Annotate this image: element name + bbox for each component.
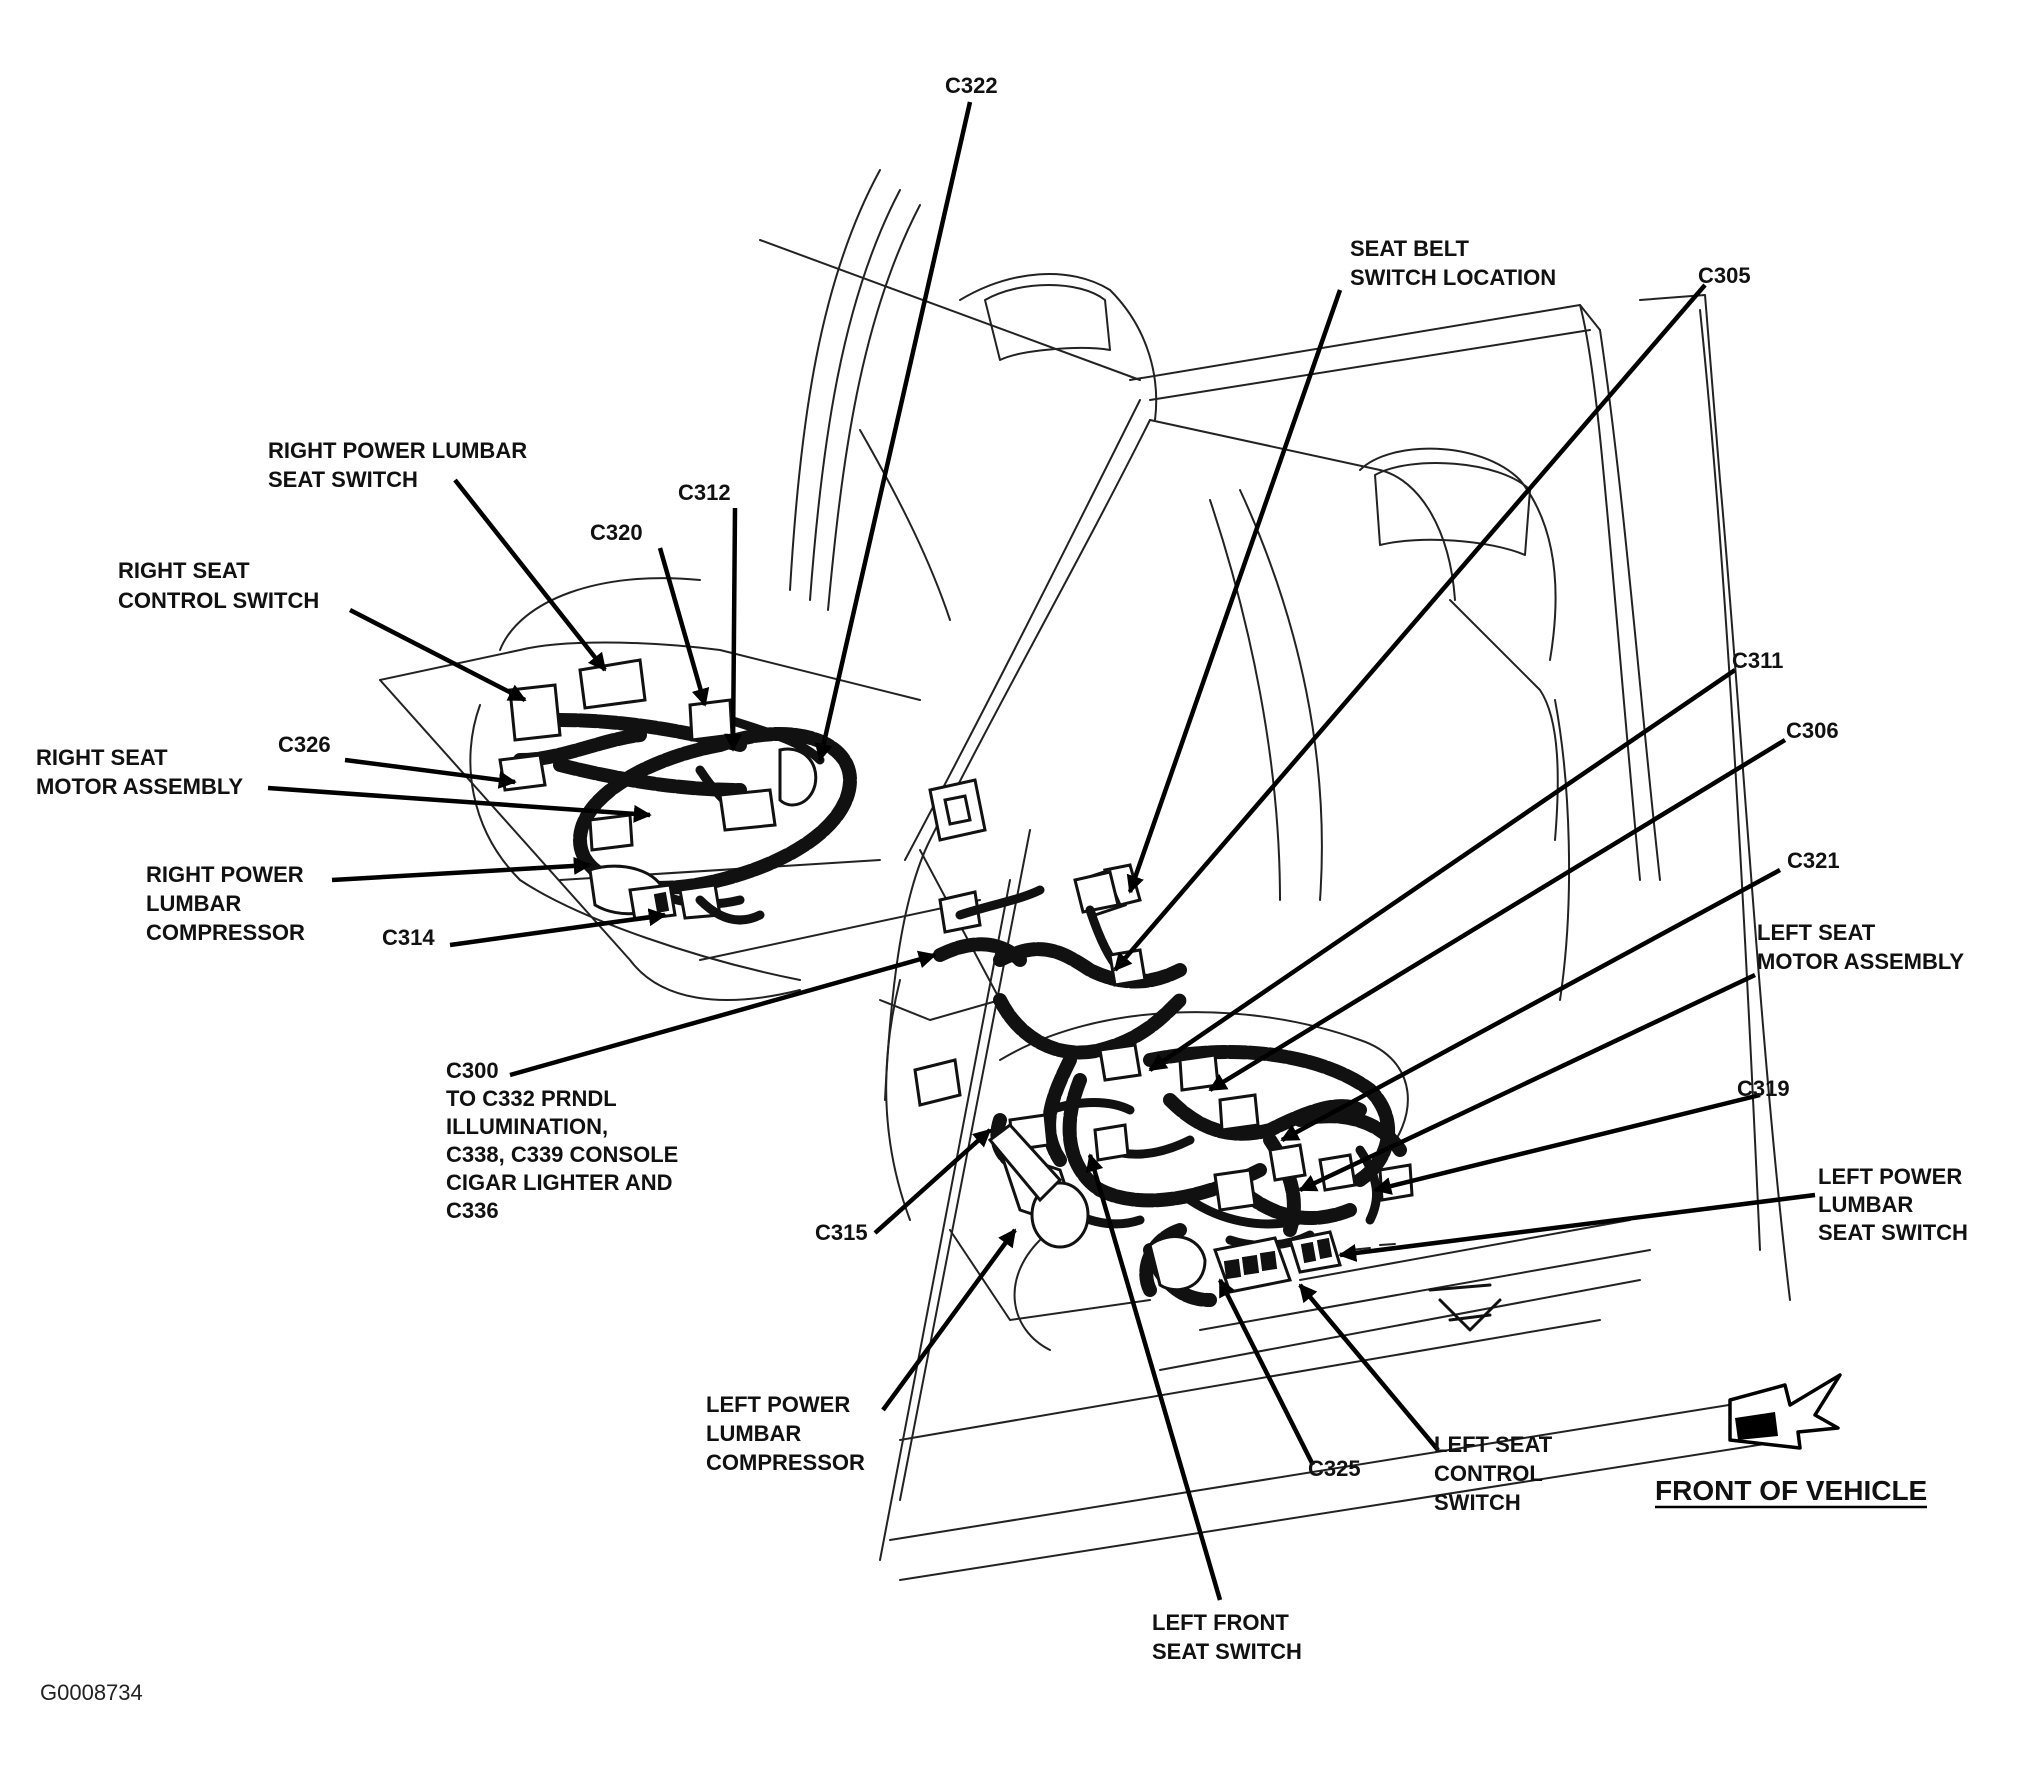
leader-c321 [1280, 868, 1782, 1142]
leader-c326 [344, 757, 517, 789]
label-left-seat-control-switch: LEFT SEAT CONTROL SWITCH [1434, 1432, 1558, 1515]
label-c326: C326 [278, 732, 331, 757]
leader-left-seat-motor-assembly [1298, 972, 1756, 1193]
label-c321: C321 [1787, 848, 1840, 873]
label-right-seat-motor-assembly: RIGHT SEAT MOTOR ASSEMBLY [36, 745, 243, 799]
label-c325: C325 [1308, 1456, 1361, 1481]
leader-right-seat-control-switch [348, 607, 527, 703]
leader-seat-belt-switch-location [1126, 289, 1343, 894]
label-c314: C314 [382, 925, 435, 950]
label-left-power-lumbar-compressor: LEFT POWER LUMBAR COMPRESSOR [706, 1392, 865, 1475]
leader-left-power-lumbar-compressor [881, 1228, 1017, 1412]
label-c319: C319 [1737, 1076, 1790, 1101]
leader-left-power-lumbar-seat-switch [1338, 1192, 1816, 1262]
front-of-vehicle-indicator: FRONT OF VEHICLE [1655, 1373, 1927, 1509]
label-c305: C305 [1698, 263, 1751, 288]
leader-c319 [1373, 1092, 1761, 1195]
leader-left-seat-control-switch [1298, 1283, 1440, 1452]
label-c300: C300 TO C332 PRNDL ILLUMINATION, C338, C… [446, 1058, 684, 1223]
leader-c300 [509, 950, 937, 1078]
callout-labels: C322 RIGHT POWER LUMBAR SEAT SWITCH C312… [36, 73, 1968, 1664]
leader-c314 [449, 908, 667, 948]
callout-leaders [267, 101, 1816, 1601]
leader-c306 [1208, 738, 1787, 1092]
front-of-vehicle-label: FRONT OF VEHICLE [1655, 1475, 1927, 1506]
leader-c311 [1148, 668, 1737, 1072]
leader-c325 [1217, 1278, 1316, 1467]
leader-right-power-lumbar-seat-switch [453, 478, 607, 672]
label-left-seat-motor-assembly: LEFT SEAT MOTOR ASSEMBLY [1757, 920, 1964, 974]
label-c315: C315 [815, 1220, 868, 1245]
label-right-power-lumbar-compressor: RIGHT POWER LUMBAR COMPRESSOR [146, 862, 310, 945]
label-c312: C312 [678, 480, 731, 505]
leader-c312 [724, 507, 743, 752]
label-left-front-seat-switch: LEFT FRONT SEAT SWITCH [1152, 1610, 1302, 1664]
leader-c315 [873, 1128, 992, 1235]
leader-right-power-lumbar-compressor [331, 856, 592, 883]
label-c320: C320 [590, 520, 643, 545]
label-c306: C306 [1786, 718, 1839, 743]
label-right-seat-control-switch: RIGHT SEAT CONTROL SWITCH [118, 558, 319, 613]
figure-id: G0008734 [40, 1680, 143, 1705]
leader-c322 [814, 101, 973, 762]
leader-right-seat-motor-assembly [267, 785, 652, 823]
label-left-power-lumbar-seat-switch: LEFT POWER LUMBAR SEAT SWITCH [1818, 1164, 1968, 1245]
leader-c320 [657, 547, 710, 707]
leader-left-front-seat-switch [1085, 1153, 1223, 1601]
leader-c305 [1113, 283, 1707, 972]
label-c322: C322 [945, 73, 998, 98]
left-seat-harness [987, 870, 1414, 1307]
label-seat-belt-switch-location: SEAT BELT SWITCH LOCATION [1350, 236, 1556, 290]
label-right-power-lumbar-seat-switch: RIGHT POWER LUMBAR SEAT SWITCH [268, 438, 533, 492]
front-arrow-icon [1728, 1373, 1842, 1450]
label-c311: C311 [1732, 648, 1783, 673]
